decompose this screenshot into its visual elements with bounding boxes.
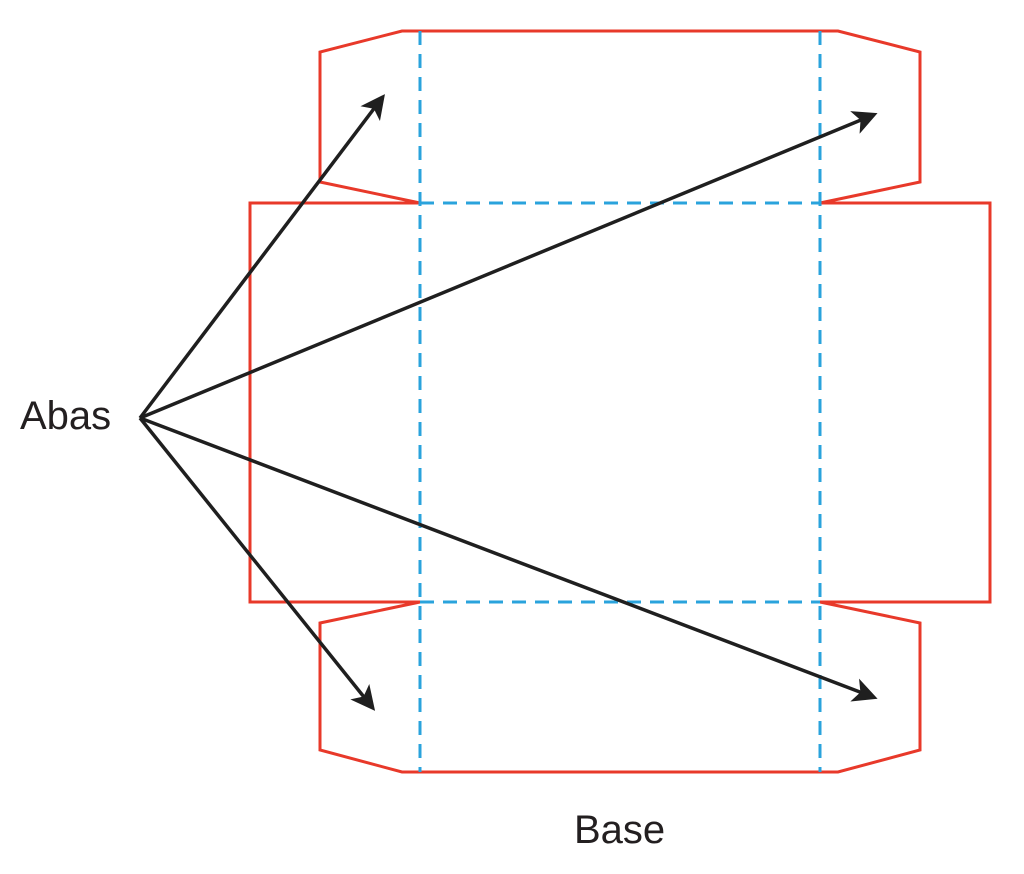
arrow-to-bottom-right-flap — [139, 416, 878, 702]
box-outline-cut-line — [248, 29, 992, 774]
arrow-to-bottom-left-flap — [138, 416, 376, 711]
base-label: Base — [574, 808, 666, 852]
arrow-to-top-left-flap — [138, 94, 385, 420]
flaps-label: Abas — [20, 394, 112, 438]
arrow-to-top-right-flap — [139, 111, 878, 420]
